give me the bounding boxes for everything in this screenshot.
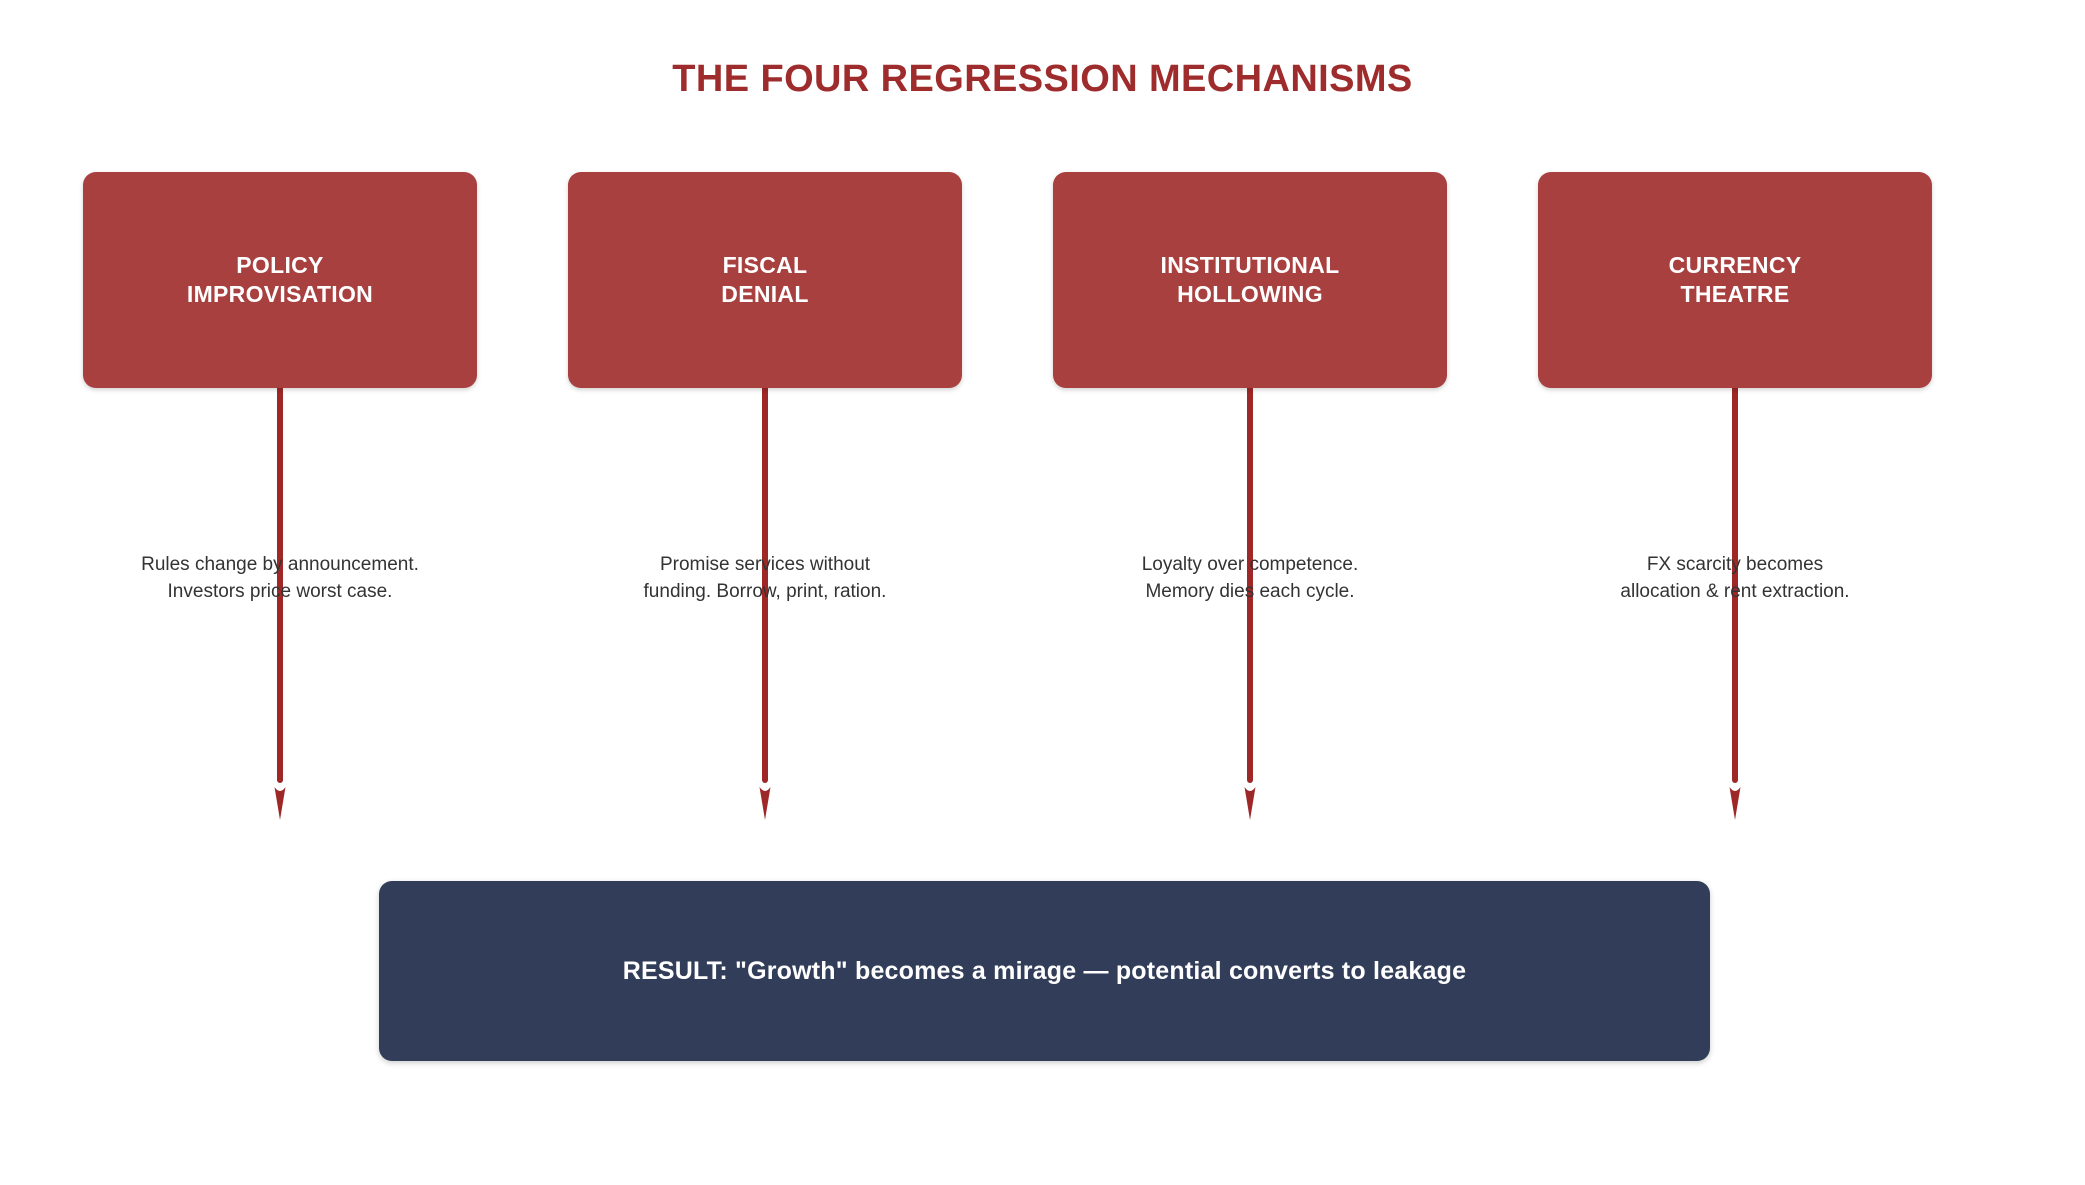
mechanism-box-institutional-hollowing[interactable]: INSTITUTIONAL HOLLOWING — [1053, 172, 1447, 388]
mechanism-description: FX scarcity becomes allocation & rent ex… — [1620, 554, 1850, 602]
mechanism-description: Promise services without funding. Borrow… — [643, 554, 887, 602]
mechanism-box-currency-theatre[interactable]: CURRENCY THEATRE — [1538, 172, 1932, 388]
mechanism-box-policy-improvisation[interactable]: POLICY IMPROVISATION — [83, 172, 477, 388]
result-banner[interactable]: RESULT: "Growth" becomes a mirage — pote… — [379, 881, 1710, 1061]
mechanism-column-2: FISCAL DENIAL Promise services without f… — [568, 0, 962, 1185]
mechanism-box-label: POLICY IMPROVISATION — [186, 251, 374, 307]
down-arrow-icon — [1729, 363, 1741, 820]
mechanism-description: Loyalty over competence. Memory dies eac… — [1141, 554, 1359, 602]
mechanism-box-label: CURRENCY THEATRE — [1668, 251, 1802, 307]
down-arrow-icon — [274, 363, 286, 820]
page-title: THE FOUR REGRESSION MECHANISMS — [672, 58, 1413, 100]
mechanism-column-3: INSTITUTIONAL HOLLOWING Loyalty over com… — [1053, 0, 1447, 1185]
down-arrow-icon — [759, 363, 771, 820]
down-arrow-icon — [1244, 363, 1256, 820]
mechanism-column-1: POLICY IMPROVISATION Rules change by ann… — [83, 0, 477, 1185]
mechanism-box-label: INSTITUTIONAL HOLLOWING — [1160, 251, 1340, 307]
result-text: RESULT: "Growth" becomes a mirage — pote… — [622, 956, 1467, 985]
mechanism-box-label: FISCAL DENIAL — [721, 251, 809, 307]
mechanism-column-4: CURRENCY THEATRE FX scarcity becomes all… — [1538, 0, 1932, 1185]
mechanism-box-fiscal-denial[interactable]: FISCAL DENIAL — [568, 172, 962, 388]
mechanism-description: Rules change by announcement. Investors … — [141, 554, 419, 602]
